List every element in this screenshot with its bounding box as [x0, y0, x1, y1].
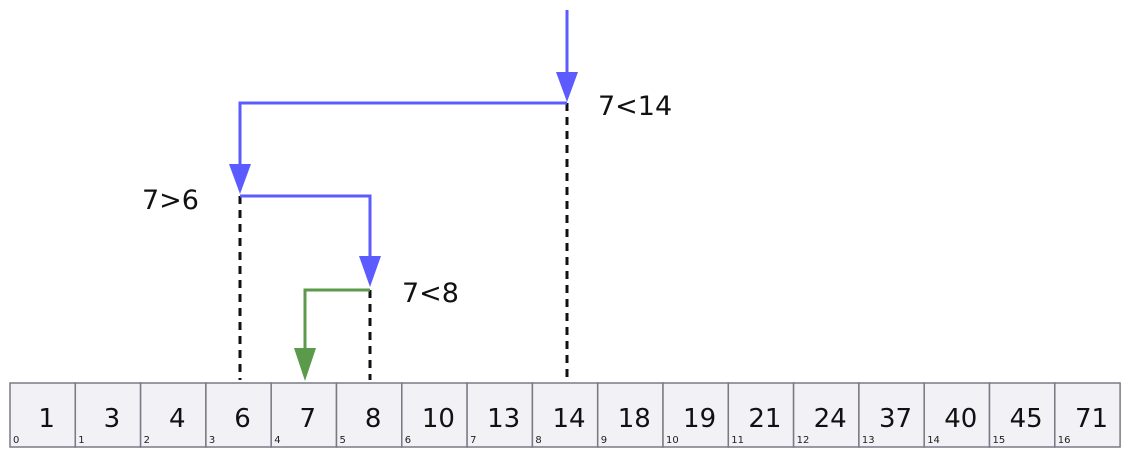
array-cell: 21 11: [727, 382, 795, 448]
array-cell-value: 10: [422, 404, 455, 434]
array-cell-index: 5: [340, 435, 346, 446]
array-cell-index: 1: [78, 435, 84, 446]
array-cell-index: 8: [535, 435, 541, 446]
comparison-label-3: 7<8: [402, 278, 459, 309]
array-cell-value: 3: [104, 404, 121, 434]
array-cell-box: [139, 382, 207, 448]
search-path: [229, 10, 578, 381]
comparison-label-1: 7<14: [598, 91, 672, 122]
step-arrow-6-to-8: [240, 194, 372, 260]
array-cell-index: 12: [797, 435, 810, 446]
array-cell-index: 11: [731, 435, 744, 446]
array-cell-value: 24: [814, 404, 847, 434]
comparison-label-2: 7>6: [142, 185, 199, 216]
array-cell-index: 0: [13, 435, 19, 446]
array-cell-value: 19: [683, 404, 716, 434]
array-cell-value: 40: [944, 404, 977, 434]
array-cell-box: [270, 382, 338, 448]
array-cell-box: [1054, 382, 1121, 448]
array-cell: 37 13: [858, 382, 925, 448]
array-cell-box: [923, 382, 991, 448]
array-cell: 63: [205, 382, 272, 448]
array-cell-box: [662, 382, 730, 448]
array-cell-value: 1: [38, 404, 55, 434]
array-cell-value: 18: [618, 404, 651, 434]
array-cell-index: 15: [993, 435, 1006, 446]
array-cell: 45 15: [988, 382, 1056, 448]
array-cell-box: [727, 382, 795, 448]
array-cell-value: 6: [234, 404, 251, 434]
array-cell-index: 2: [144, 435, 150, 446]
array-cell-value: 37: [879, 404, 912, 434]
step-arrow-6-to-8-head: [359, 256, 381, 287]
array-cell: 42: [139, 382, 207, 448]
array-cell: 71 16: [1054, 382, 1121, 448]
array-cell-index: 10: [666, 435, 679, 446]
array-cell-value: 21: [748, 404, 781, 434]
array-cell-value: 13: [487, 404, 520, 434]
array-cell: 24 12: [792, 382, 860, 448]
array-cell-index: 6: [405, 435, 411, 446]
comparison-labels: 7<14 7>6 7<8: [142, 91, 672, 309]
array-cell-value: 4: [169, 404, 186, 434]
array-cell-value: 14: [552, 404, 585, 434]
array-cell: 18 9: [596, 382, 664, 448]
array-cell: 40 14: [923, 382, 991, 448]
array-cell-box: [531, 382, 599, 448]
array-cell: 85: [335, 382, 403, 448]
array-cell-box: [205, 382, 272, 448]
array-cell-box: [401, 382, 468, 448]
array-cell: 31: [74, 382, 142, 448]
array-cell-value: 7: [300, 404, 317, 434]
array-cell-index: 13: [862, 435, 875, 446]
array-cell-box: [335, 382, 403, 448]
array-cell: 10: [9, 382, 77, 448]
array-cell-value: 45: [1010, 404, 1043, 434]
array-cell-index: 7: [470, 435, 476, 446]
array-cell-box: [466, 382, 534, 448]
step-arrow-8-to-7-head: [294, 348, 316, 381]
array-cell-index: 14: [927, 435, 940, 446]
array-cell: 13 7: [466, 382, 534, 448]
entry-arrow-head: [556, 72, 578, 102]
array-cell-index: 4: [274, 435, 280, 446]
array-cell-index: 16: [1058, 435, 1071, 446]
step-arrow-8-to-7: [303, 288, 370, 352]
pivot-lines: [238, 103, 569, 380]
sorted-array: 1031426374851061371481891910211124123713…: [9, 382, 1121, 448]
array-cell: 74: [270, 382, 338, 448]
array-cell: 14 8: [531, 382, 599, 448]
step-arrow-14-to-6-head: [229, 164, 251, 194]
array-cell: 10 6: [401, 382, 468, 448]
array-cell-value: 71: [1075, 404, 1108, 434]
array-cell-box: [792, 382, 860, 448]
array-cell-value: 8: [365, 404, 382, 434]
step-arrow-14-to-6: [238, 101, 567, 168]
array-cell-box: [988, 382, 1056, 448]
array-cell-index: 9: [601, 435, 607, 446]
array-cell-index: 3: [209, 435, 215, 446]
array-cell-box: [9, 382, 77, 448]
